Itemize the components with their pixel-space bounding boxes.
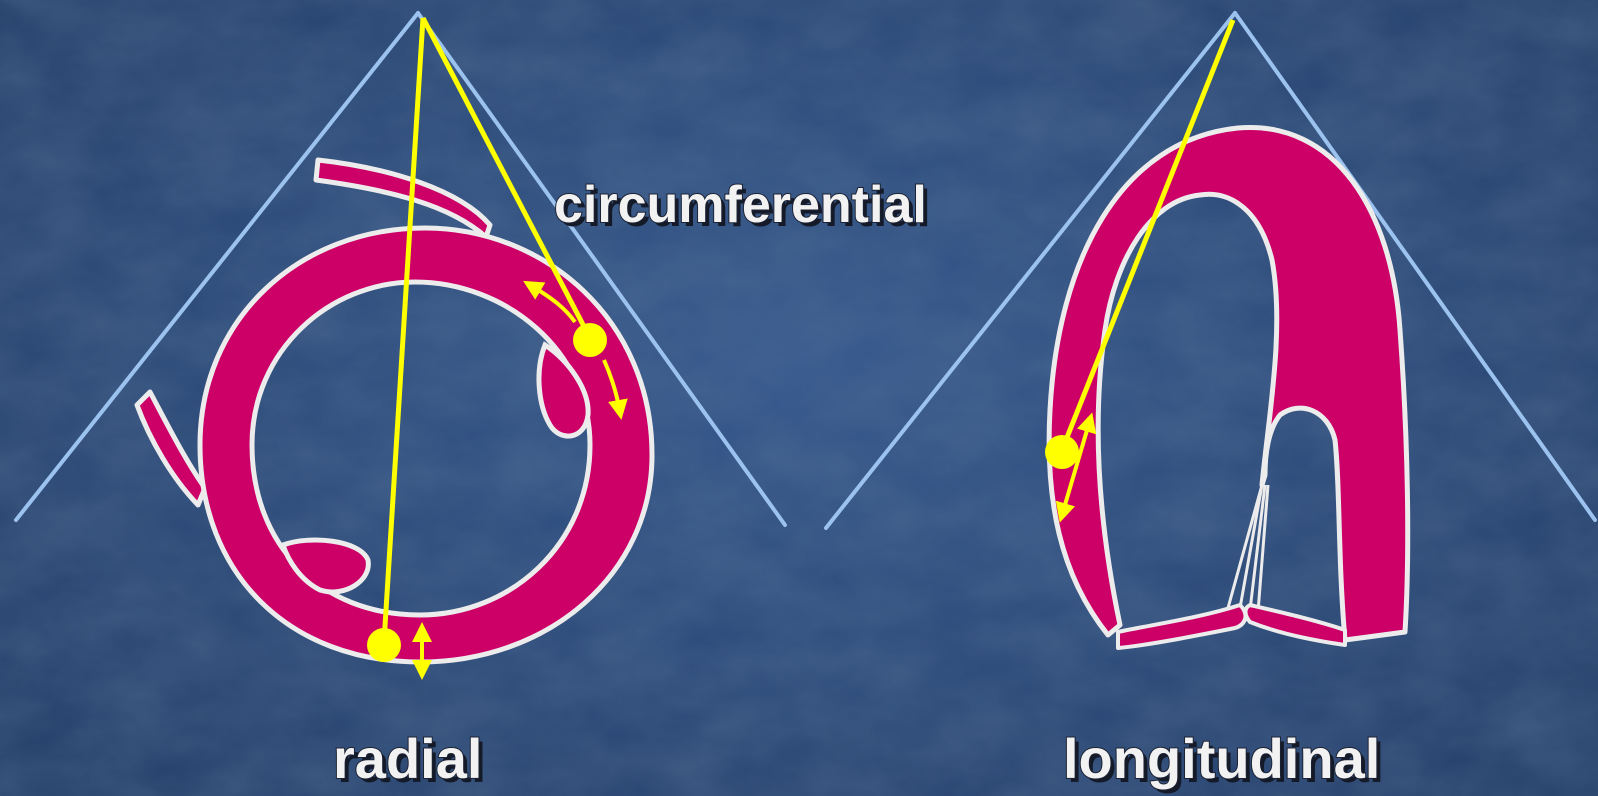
radial-label: radial <box>333 727 482 790</box>
circumferential-sample-dot <box>573 323 607 357</box>
circumferential-label: circumferential <box>554 176 927 234</box>
radial-sample-dot <box>367 628 401 662</box>
longitudinal-sample-dot <box>1045 435 1079 469</box>
longitudinal-label: longitudinal <box>1063 727 1380 790</box>
